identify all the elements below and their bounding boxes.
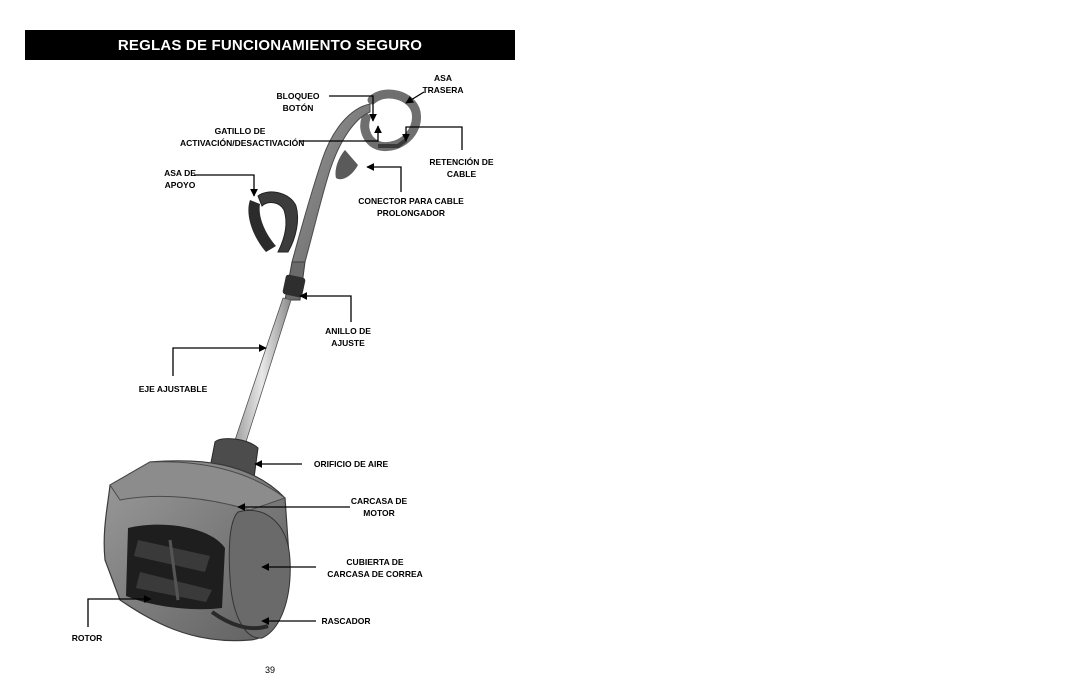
label-orificio-aire: ORIFICIO DE AIRE [313, 459, 389, 469]
page-title: REGLAS DE FUNCIONAMIENTO SEGURO [25, 30, 515, 60]
leader-lines [87, 91, 463, 627]
label-rascador: RASCADOR [321, 616, 371, 626]
label-rotor: ROTOR [71, 633, 103, 643]
label-eje-ajustable: EJE AJUSTABLE [138, 384, 208, 394]
page-number: 39 [264, 665, 275, 675]
